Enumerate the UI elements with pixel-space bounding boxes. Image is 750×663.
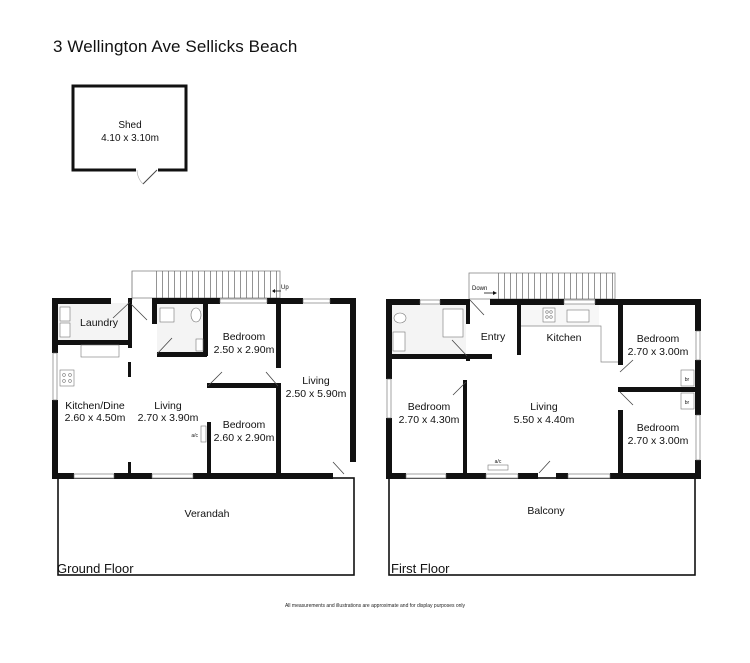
room-living2-size: 2.50 x 5.90m: [286, 388, 347, 400]
room-verandah: Verandah: [185, 508, 230, 520]
room-bedroom-se-name: Bedroom: [637, 422, 680, 434]
room-kitchen: Kitchen: [546, 332, 581, 344]
room-living-name: Living: [530, 401, 558, 413]
room-living-size: 5.50 x 4.40m: [514, 414, 575, 426]
stairs-down-label: Down: [472, 286, 487, 292]
robe-label-1: br: [685, 377, 690, 383]
disclaimer: All measurements and illustrations are a…: [284, 603, 466, 609]
first-floor-plan: Down: [386, 272, 701, 576]
room-laundry: Laundry: [80, 317, 119, 329]
first-floor-label: First Floor: [391, 561, 450, 576]
ground-floor-label: Ground Floor: [57, 561, 134, 576]
room-bedroom-ne-name: Bedroom: [637, 333, 680, 345]
room-bedroom-se-size: 2.70 x 3.00m: [628, 435, 689, 447]
page-title: 3 Wellington Ave Sellicks Beach: [53, 37, 298, 56]
room-living1-size: 2.70 x 3.90m: [138, 412, 199, 424]
room-bedroom-w-name: Bedroom: [408, 401, 451, 413]
shed-size: 4.10 x 3.10m: [101, 133, 159, 144]
room-bedroom2-size: 2.60 x 2.90m: [214, 432, 275, 444]
room-bedroom-ne-size: 2.70 x 3.00m: [628, 346, 689, 358]
room-living1-name: Living: [154, 400, 182, 412]
ground-floor-plan: Up: [52, 270, 356, 576]
room-living2-name: Living: [302, 375, 330, 387]
shed-name: Shed: [118, 120, 141, 131]
room-bedroom-w-size: 2.70 x 4.30m: [399, 414, 460, 426]
stairs-up-label: Up: [281, 285, 289, 291]
room-balcony: Balcony: [527, 505, 565, 517]
room-entry: Entry: [481, 331, 506, 343]
room-kitchen-dine-name: Kitchen/Dine: [65, 400, 125, 412]
first-ac-label: a/c: [495, 459, 502, 465]
robe-label-2: br: [685, 400, 690, 406]
room-bedroom2-name: Bedroom: [223, 419, 266, 431]
ground-ac-label: a/c: [191, 433, 198, 439]
shed: Shed 4.10 x 3.10m: [71, 84, 188, 185]
room-bedroom1-size: 2.50 x 2.90m: [214, 344, 275, 356]
room-kitchen-dine-size: 2.60 x 4.50m: [65, 412, 126, 424]
room-bedroom1-name: Bedroom: [223, 331, 266, 343]
